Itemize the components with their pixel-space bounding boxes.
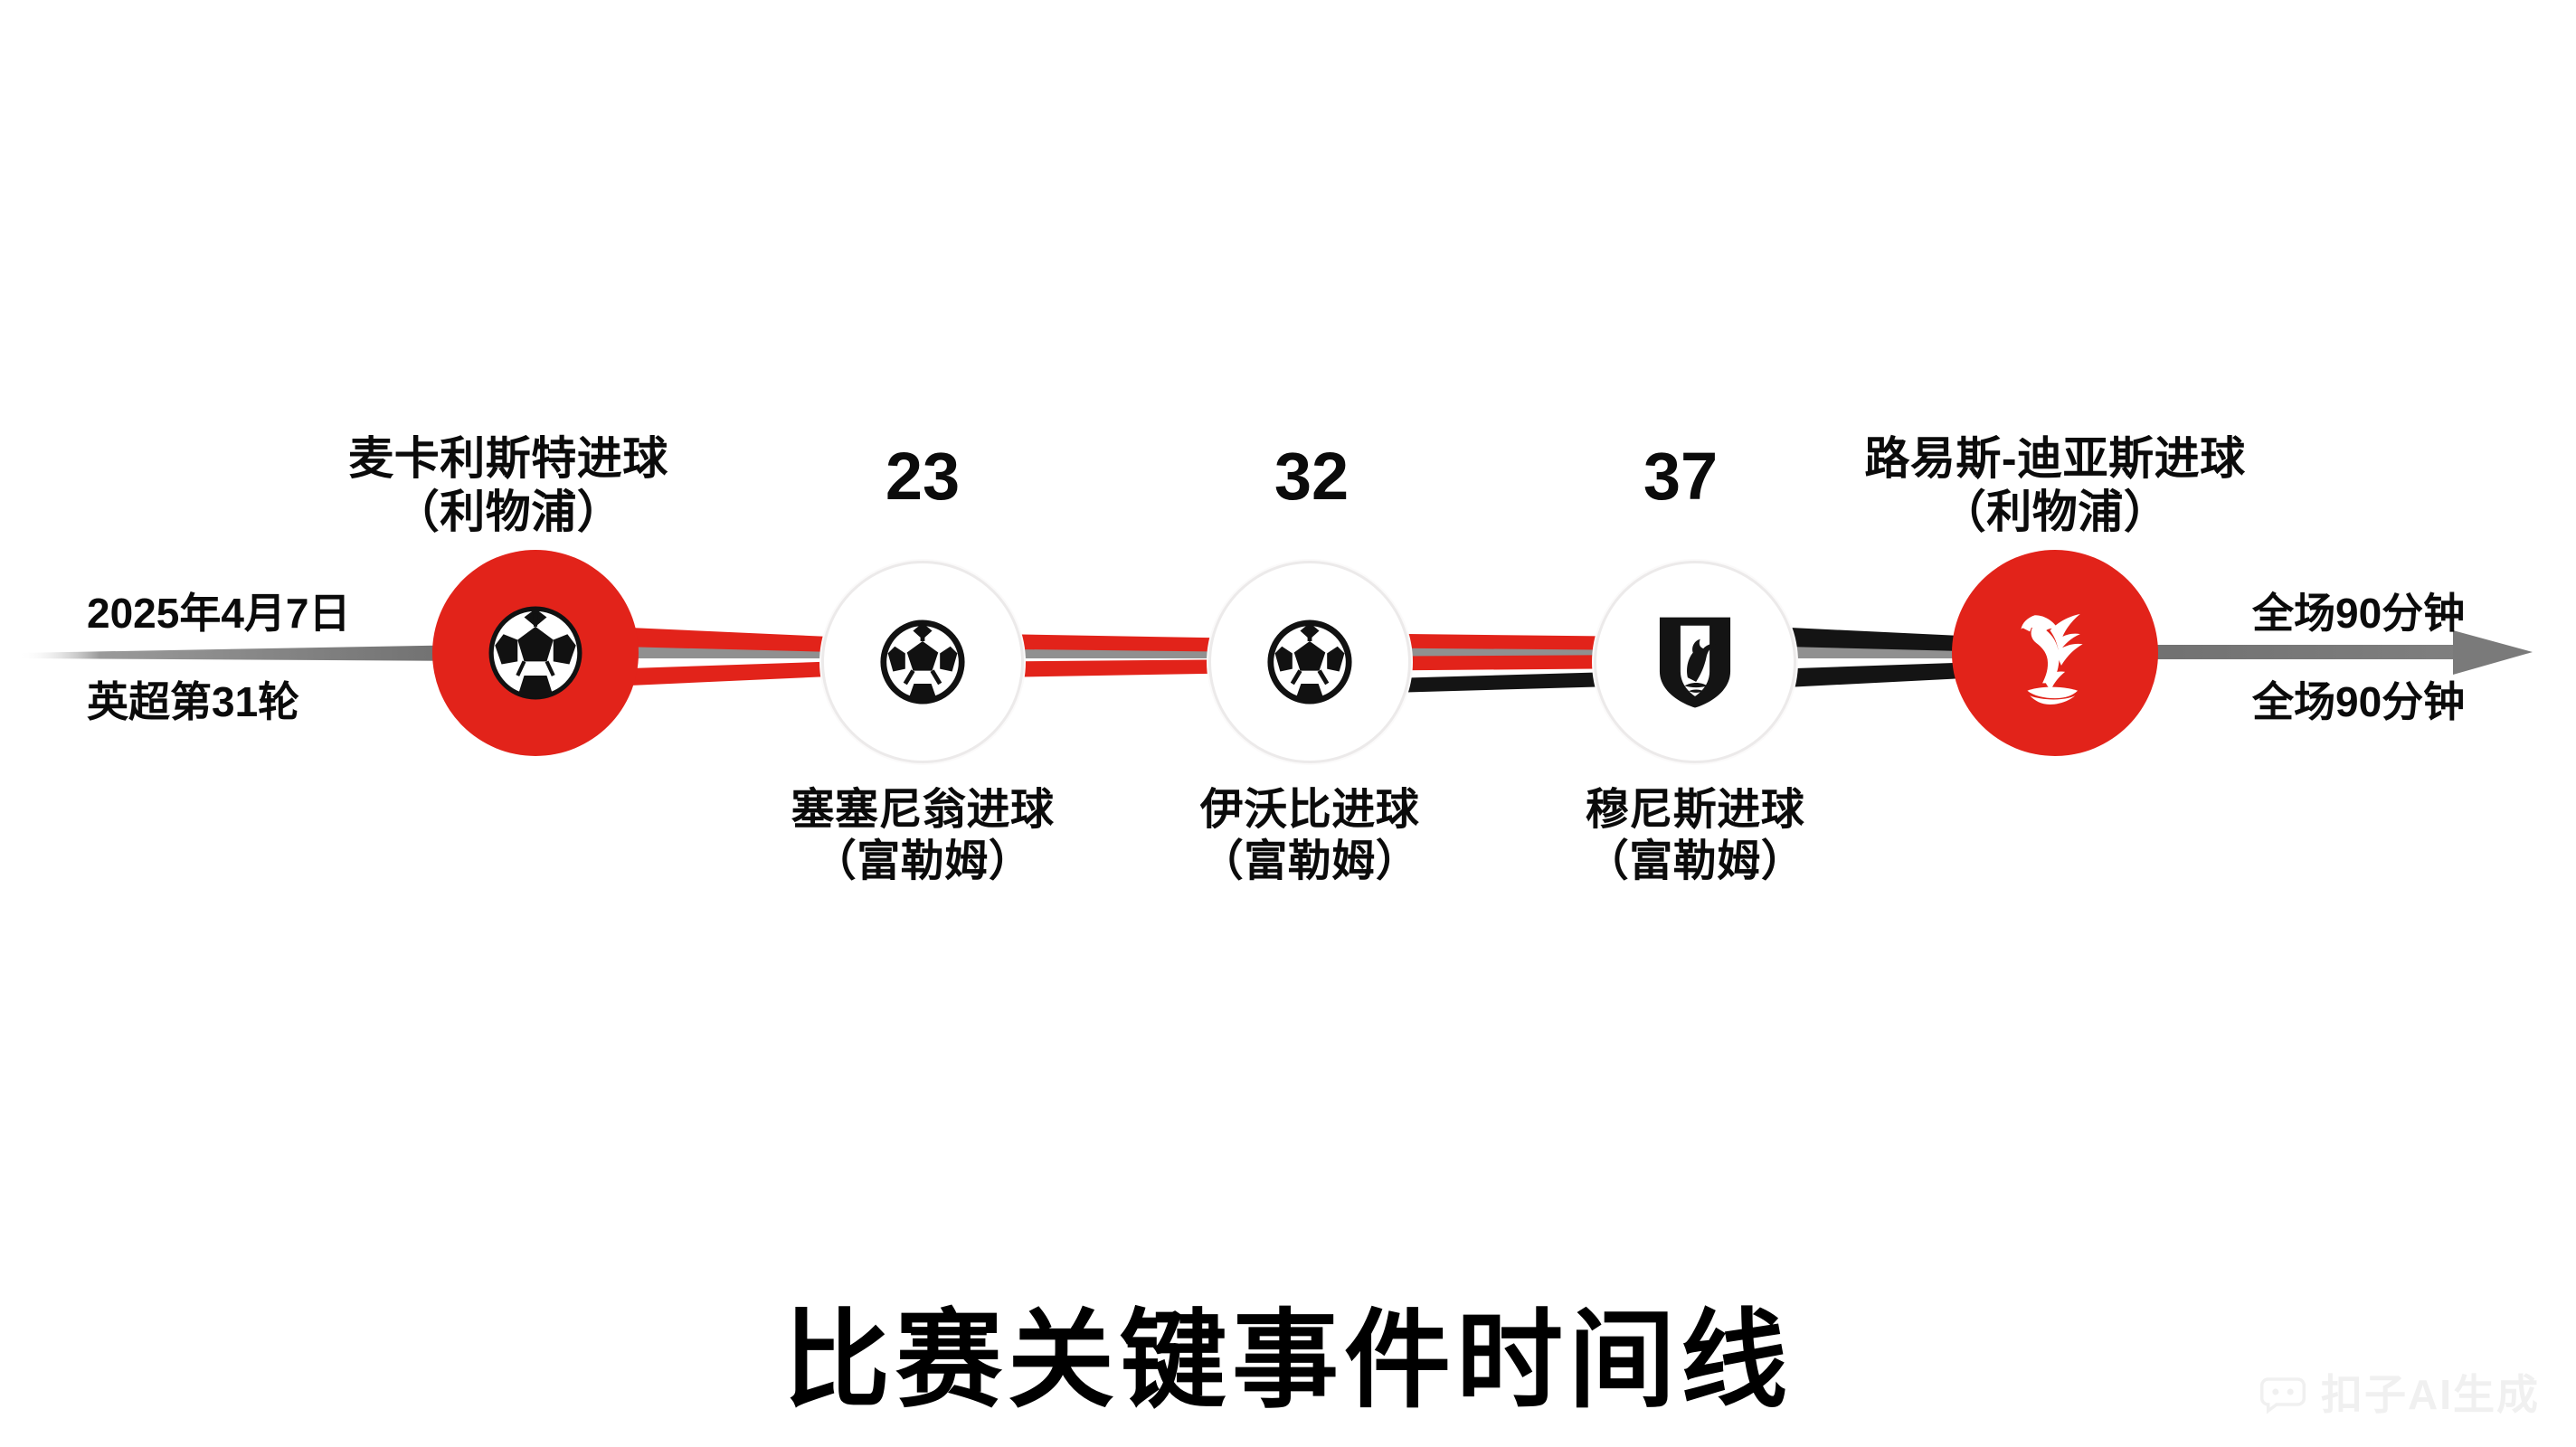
node-iwobi[interactable] bbox=[1208, 561, 1411, 763]
caption-node-luis-diaz: 路易斯-迪亚斯进球 （利物浦） bbox=[1775, 432, 2335, 539]
watermark-text: 扣子AI生成 bbox=[2321, 1371, 2540, 1418]
caption-line-2: （利物浦） bbox=[1940, 487, 2170, 537]
caption-line-1: 穆尼斯进球 bbox=[1585, 786, 1805, 834]
axis-end-line-2: 全场90分钟 bbox=[2252, 677, 2466, 725]
caption-line-1: 伊沃比进球 bbox=[1199, 786, 1420, 834]
soccer-ball-icon bbox=[488, 606, 582, 700]
axis-start-label: 2025年4月7日 英超第31轮 bbox=[87, 588, 351, 728]
minute-node-sessegnon: 23 bbox=[885, 439, 961, 514]
soccer-ball-icon bbox=[880, 619, 965, 705]
caption-line-1: 路易斯-迪亚斯进球 bbox=[1864, 433, 2246, 484]
node-sessegnon[interactable] bbox=[821, 561, 1024, 763]
caption-line-2: （富勒姆） bbox=[1585, 837, 1805, 885]
page-title: 比赛关键事件时间线 bbox=[782, 1301, 1793, 1421]
robot-face-icon bbox=[2259, 1377, 2306, 1414]
liverpool-liverbird-icon bbox=[2021, 613, 2083, 705]
caption-node-mac-allister: 麦卡利斯特进球 （利物浦） bbox=[255, 432, 762, 539]
caption-line-2: （利物浦） bbox=[393, 487, 623, 537]
watermark: 扣子AI生成 bbox=[2258, 1362, 2540, 1422]
minute-node-iwobi: 32 bbox=[1274, 439, 1350, 514]
axis-end-label: 全场90分钟 全场90分钟 bbox=[2252, 588, 2465, 728]
axis-start-line-1: 2025年4月7日 bbox=[87, 590, 351, 637]
minute-node-muniz: 37 bbox=[1643, 439, 1719, 514]
node-mac-allister[interactable] bbox=[432, 550, 639, 756]
caption-node-sessegnon: 塞塞尼翁进球 （富勒姆） bbox=[715, 785, 1131, 887]
caption-line-2: （富勒姆） bbox=[812, 837, 1033, 885]
caption-line-2: （富勒姆） bbox=[1199, 837, 1420, 885]
caption-node-iwobi: 伊沃比进球 （富勒姆） bbox=[1120, 785, 1500, 887]
node-muniz[interactable] bbox=[1594, 561, 1796, 763]
axis-end-line-1: 全场90分钟 bbox=[2252, 590, 2466, 637]
caption-node-muniz: 穆尼斯进球 （富勒姆） bbox=[1505, 785, 1885, 887]
node-luis-diaz[interactable] bbox=[1952, 550, 2158, 756]
soccer-ball-icon bbox=[1267, 619, 1352, 705]
caption-line-1: 麦卡利斯特进球 bbox=[348, 433, 668, 484]
axis-arrow-head bbox=[2453, 630, 2533, 675]
fulham-crest-icon bbox=[1659, 617, 1731, 708]
axis-start-line-2: 英超第31轮 bbox=[87, 677, 300, 725]
caption-line-1: 塞塞尼翁进球 bbox=[791, 786, 1055, 834]
